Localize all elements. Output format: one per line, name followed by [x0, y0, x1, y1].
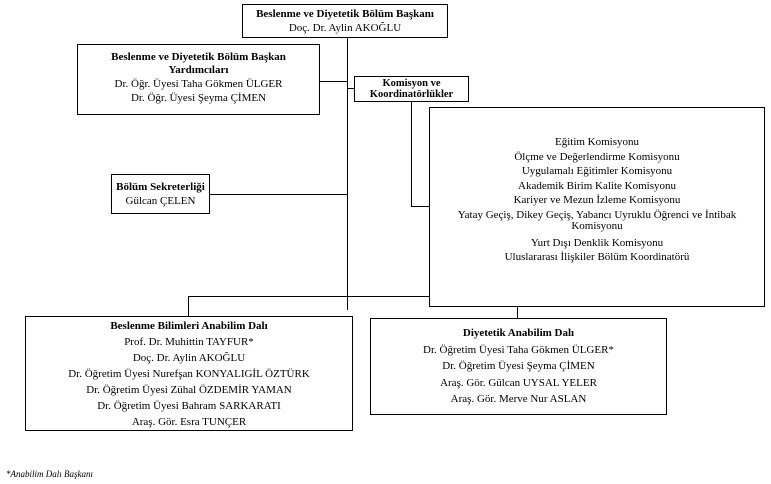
connector-departments-horizontal: [188, 296, 518, 297]
deputy-heads-box: Beslenme ve Diyetetik Bölüm Başkan Yardı…: [77, 44, 320, 115]
nutrition-member: Dr. Öğretim Üyesi Nurefşan KONYALIGİL ÖZ…: [68, 368, 310, 380]
commission-item: Yurt Dışı Denklik Komisyonu: [530, 236, 664, 249]
commission-item: Yatay Geçiş, Dikey Geçiş, Yabancı Uyrukl…: [457, 208, 737, 221]
connector-deputies: [320, 81, 348, 82]
deputy-member: Dr. Öğr. Üyesi Şeyma ÇİMEN: [130, 92, 267, 104]
connector-secretariat: [210, 194, 348, 195]
commission-item: Ölçme ve Değerlendirme Komisyonu: [514, 150, 680, 163]
deputy-heads-title-line1: Beslenme ve Diyetetik Bölüm Başkan: [111, 51, 286, 63]
commission-item: Uygulamalı Eğitimler Komisyonu: [521, 165, 673, 177]
dietetics-member: Dr. Öğretim Üyesi Şeyma ÇİMEN: [442, 360, 595, 372]
nutrition-department-box: Beslenme Bilimleri Anabilim Dalı Prof. D…: [25, 316, 353, 431]
nutrition-department-title: Beslenme Bilimleri Anabilim Dalı: [110, 320, 268, 332]
connector-commissions: [348, 88, 354, 89]
nutrition-member: Dr. Öğretim Üyesi Zühal ÖZDEMİR YAMAN: [86, 384, 292, 396]
dietetics-department-box: Diyetetik Anabilim Dalı Dr. Öğretim Üyes…: [370, 318, 667, 415]
commission-item-continued: Komisyonu: [571, 220, 623, 232]
connector-commissions-down: [411, 102, 412, 206]
nutrition-member: Dr. Öğretim Üyesi Bahram SARKARATI: [97, 400, 281, 412]
dietetics-member: Araş. Gör. Merve Nur ASLAN: [450, 393, 587, 405]
commission-item: Eğitim Komisyonu: [554, 136, 640, 148]
department-head-title: Beslenme ve Diyetetik Bölüm Başkanı: [256, 8, 434, 20]
commission-item: Uluslararası İlişkiler Bölüm Koordinatör…: [504, 251, 690, 263]
connector-nutrition-down: [188, 296, 189, 316]
commissions-header-line2: Koordinatörlükler: [369, 89, 454, 100]
secretariat-title: Bölüm Sekreterliği: [116, 181, 205, 193]
dietetics-member: Dr. Öğretim Üyesi Taha Gökmen ÜLGER*: [423, 343, 614, 356]
commissions-list-box: Eğitim Komisyonu Ölçme ve Değerlendirme …: [429, 107, 765, 307]
department-head-name: Doç. Dr. Aylin AKOĞLU: [288, 22, 402, 34]
nutrition-member: Prof. Dr. Muhittin TAYFUR*: [124, 336, 254, 348]
secretariat-box: Bölüm Sekreterliği Gülcan ÇELEN: [111, 174, 210, 214]
deputy-member: Dr. Öğr. Üyesi Taha Gökmen ÜLGER: [114, 78, 283, 90]
connector-main-vertical: [347, 38, 348, 310]
commissions-header-box: Komisyon ve Koordinatörlükler: [354, 76, 469, 102]
deputy-heads-title-line2: Yardımcıları: [168, 64, 229, 76]
nutrition-member: Araş. Gör. Esra TUNÇER: [131, 416, 247, 428]
commission-item: Kariyer ve Mezun İzleme Komisyonu: [513, 194, 681, 206]
secretariat-name: Gülcan ÇELEN: [125, 195, 196, 207]
connector-commissions-right: [411, 206, 429, 207]
connector-dietetics-down: [517, 296, 518, 318]
nutrition-member: Doç. Dr. Aylin AKOĞLU: [132, 352, 246, 364]
dietetics-member: Araş. Gör. Gülcan UYSAL YELER: [440, 376, 597, 389]
footnote: *Anabilim Dalı Başkanı: [6, 469, 93, 479]
department-head-box: Beslenme ve Diyetetik Bölüm Başkanı Doç.…: [242, 4, 448, 38]
commission-item: Akademik Birim Kalite Komisyonu: [518, 179, 676, 192]
dietetics-department-title: Diyetetik Anabilim Dalı: [462, 327, 575, 339]
commissions-header-line1: Komisyon ve: [382, 78, 441, 89]
